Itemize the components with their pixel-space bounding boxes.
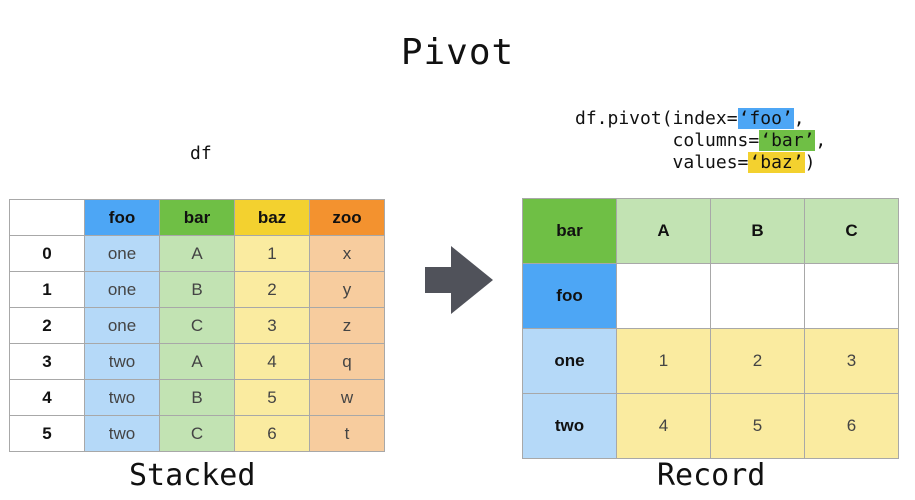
code-line1-prefix: df.pivot(index= (575, 108, 738, 129)
code-values-value: ‘baz’ (748, 152, 805, 173)
code-line3-suffix: ) (804, 152, 816, 173)
cell-baz: 5 (234, 379, 310, 416)
cell-zoo: z (309, 307, 385, 344)
cell-baz: 3 (234, 307, 310, 344)
empty-cell (616, 263, 711, 329)
cell-foo: one (84, 271, 160, 308)
row-index: 4 (9, 379, 85, 416)
cell-zoo: y (309, 271, 385, 308)
cell-baz: 6 (234, 415, 310, 452)
cell-bar: B (159, 271, 235, 308)
table-row: 5 two C 6 t (9, 415, 385, 452)
code-line2-suffix: , (815, 130, 827, 151)
empty-cell (710, 263, 805, 329)
code-columns-value: ‘bar’ (759, 130, 816, 151)
cell-foo: two (84, 379, 160, 416)
table-header-row: bar A B C (522, 198, 899, 264)
cell-bar: B (159, 379, 235, 416)
code-line3-prefix: values= (575, 152, 749, 173)
empty-cell (804, 263, 899, 329)
code-line2-prefix: columns= (575, 130, 760, 151)
column-header-baz: baz (234, 199, 310, 236)
value-cell: 2 (710, 328, 805, 394)
cell-bar: A (159, 343, 235, 380)
row-index: 5 (9, 415, 85, 452)
code-index-value: ‘foo’ (737, 108, 794, 129)
value-cell: 4 (616, 393, 711, 459)
row-index: 0 (9, 235, 85, 272)
record-caption: Record (657, 458, 766, 493)
right-arrow-icon (425, 246, 493, 314)
cell-bar: C (159, 415, 235, 452)
cell-foo: two (84, 343, 160, 380)
cell-foo: one (84, 235, 160, 272)
record-table: bar A B C foo one 1 2 3 two 4 5 6 (522, 198, 899, 459)
table-row: 3 two A 4 q (9, 343, 385, 380)
diagram-title: Pivot (400, 32, 515, 73)
cell-foo: one (84, 307, 160, 344)
table-row: 2 one C 3 z (9, 307, 385, 344)
stacked-caption: Stacked (129, 458, 256, 493)
stacked-table: foo bar baz zoo 0 one A 1 x 1 one B 2 y … (9, 199, 385, 452)
row-index: 2 (9, 307, 85, 344)
cell-bar: A (159, 235, 235, 272)
row-index: 3 (9, 343, 85, 380)
cell-bar: C (159, 307, 235, 344)
value-cell: 3 (804, 328, 899, 394)
column-header-c: C (804, 198, 899, 264)
column-header-bar: bar (159, 199, 235, 236)
column-header-b: B (710, 198, 805, 264)
row-index: one (522, 328, 617, 394)
column-header-zoo: zoo (309, 199, 385, 236)
table-header-row: foo bar baz zoo (9, 199, 385, 236)
code-line1-suffix: , (793, 108, 805, 129)
row-index: 1 (9, 271, 85, 308)
value-cell: 1 (616, 328, 711, 394)
row-index: two (522, 393, 617, 459)
column-header-a: A (616, 198, 711, 264)
cell-baz: 1 (234, 235, 310, 272)
columns-name-cell: bar (522, 198, 617, 264)
cell-zoo: w (309, 379, 385, 416)
value-cell: 6 (804, 393, 899, 459)
table-row: two 4 5 6 (522, 393, 899, 459)
index-name-row: foo (522, 263, 899, 329)
table-row: one 1 2 3 (522, 328, 899, 394)
df-label: df (190, 143, 212, 164)
value-cell: 5 (710, 393, 805, 459)
cell-foo: two (84, 415, 160, 452)
cell-zoo: x (309, 235, 385, 272)
pivot-code: df.pivot(index=‘foo’, columns=‘bar’, val… (575, 108, 826, 174)
cell-zoo: q (309, 343, 385, 380)
column-header-foo: foo (84, 199, 160, 236)
table-row: 4 two B 5 w (9, 379, 385, 416)
cell-zoo: t (309, 415, 385, 452)
cell-baz: 2 (234, 271, 310, 308)
index-corner-cell (9, 199, 85, 236)
cell-baz: 4 (234, 343, 310, 380)
index-name-cell: foo (522, 263, 617, 329)
table-row: 1 one B 2 y (9, 271, 385, 308)
table-row: 0 one A 1 x (9, 235, 385, 272)
